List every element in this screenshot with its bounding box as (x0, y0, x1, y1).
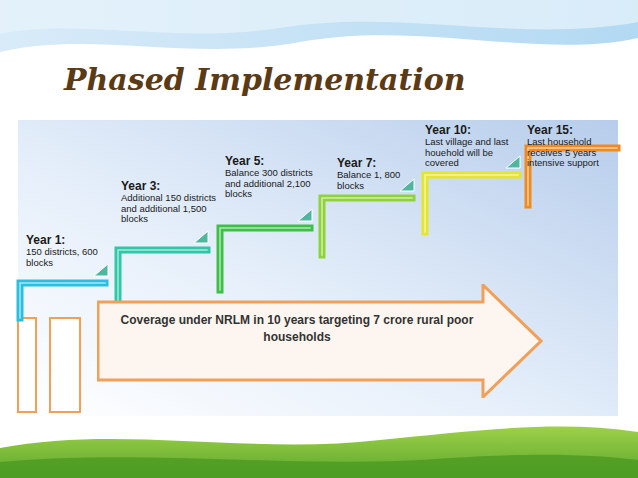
step-highlight (322, 198, 412, 255)
step-label: Year 3:Additional 150 districts and addi… (121, 180, 217, 225)
year-target: 150 districts, 600 blocks (26, 247, 114, 268)
year-heading: Year 15: (527, 124, 619, 137)
step-label: Year 5:Balance 300 districts and additio… (225, 155, 317, 200)
step-line (220, 228, 310, 290)
step-label: Year 10:Last village and last houehold w… (425, 124, 523, 169)
year-target: Last village and last houehold will be c… (425, 137, 523, 169)
slide-title: Phased Implementation (64, 62, 465, 97)
year-target: Last household receives 5 years intensiv… (527, 137, 619, 169)
staircase (20, 148, 617, 318)
step-label: Year 1:150 districts, 600 blocks (26, 234, 114, 268)
step-triangle (400, 179, 414, 191)
year-heading: Year 1: (26, 234, 114, 247)
top-wave (0, 0, 638, 52)
green-hill (0, 427, 638, 478)
year-heading: Year 10: (425, 124, 523, 137)
step-triangle (298, 209, 312, 221)
step-highlight (220, 228, 310, 290)
arrow-caption: Coverage under NRLM in 10 years targetin… (107, 312, 487, 346)
step-highlight (118, 250, 207, 305)
year-target: Balance 1, 800 blocks (337, 170, 419, 191)
year-heading: Year 5: (225, 155, 317, 168)
step-triangle (506, 156, 520, 168)
step-highlight (425, 175, 518, 232)
step-triangle (194, 231, 208, 243)
year-target: Additional 150 districts and additional … (121, 193, 217, 225)
step-line (322, 198, 412, 255)
top-wave (0, 0, 638, 34)
arrow-outline (98, 285, 541, 397)
step-triangle (94, 264, 108, 276)
step-highlight (20, 283, 105, 318)
year-heading: Year 3: (121, 180, 217, 193)
picture-panel (18, 120, 618, 416)
green-hill (0, 455, 638, 478)
step-label: Year 7:Balance 1, 800 blocks (337, 157, 419, 191)
step-line (425, 175, 518, 232)
arrow-tail-block (18, 318, 36, 412)
coverage-arrow: Coverage under NRLM in 10 years targetin… (97, 284, 543, 398)
step-label: Year 15:Last household receives 5 years … (527, 124, 619, 169)
step-triangles (94, 156, 520, 276)
year-heading: Year 7: (337, 157, 419, 170)
step-line (20, 283, 105, 318)
arrow-tail-block (50, 318, 80, 412)
year-target: Balance 300 districts and additional 2,1… (225, 168, 317, 200)
step-line (118, 250, 207, 305)
